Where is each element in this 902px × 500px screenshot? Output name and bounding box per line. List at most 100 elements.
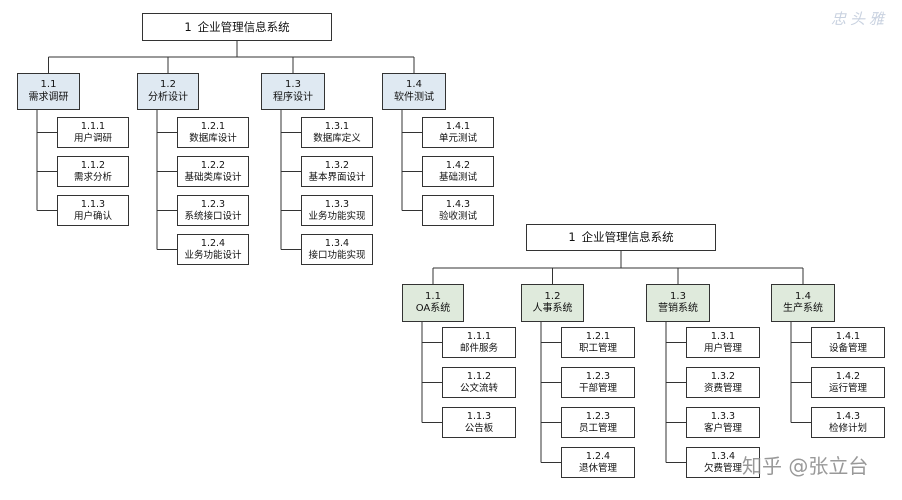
author-signature: 忠头雅 (830, 10, 888, 28)
watermark: 知乎 @张立台 (742, 454, 869, 478)
root-node: 1 企业管理信息系统 (526, 224, 716, 251)
node-label: 设备管理 (828, 342, 867, 354)
node-label: 系统接口设计 (184, 210, 242, 222)
node-label: 退休管理 (578, 462, 617, 474)
node-label: 验收测试 (438, 210, 477, 222)
node-label: 数据库设计 (189, 132, 237, 144)
node-number: 1.1.1 (80, 120, 106, 132)
node-number: 1 (568, 230, 576, 245)
node-number: 1.4.2 (835, 370, 861, 382)
node-number: 1.2.1 (585, 330, 611, 342)
node-label: 基础类库设计 (184, 171, 242, 183)
node-number: 1.1.3 (80, 198, 106, 210)
node-label: 客户管理 (703, 422, 742, 434)
node-label: 软件测试 (394, 91, 434, 103)
node-number: 1.2 (160, 79, 176, 90)
node-number: 1.2 (544, 290, 561, 302)
node-number: 1.4 (406, 79, 422, 90)
node-number: 1.4.2 (445, 159, 471, 171)
node-label: 需求调研 (28, 91, 69, 103)
node-label: 企业管理信息系统 (197, 19, 290, 34)
node-number: 1.2.4 (585, 450, 611, 462)
node-number: 1.2.1 (200, 120, 226, 132)
node-number: 1.3.1 (324, 120, 350, 132)
node-label: 接口功能实现 (308, 249, 366, 261)
node-number: 1.4.3 (445, 198, 471, 210)
node-label: 公告板 (464, 422, 494, 434)
root-node: 1 企业管理信息系统 (142, 13, 332, 41)
node-label: 基础测试 (438, 171, 477, 183)
node-label: 营销系统 (658, 303, 698, 314)
node-number: 1.1.2 (466, 370, 492, 382)
node-number: 1.2.3 (585, 410, 611, 422)
node-number: 1.3 (670, 290, 686, 302)
node-label: 基本界面设计 (308, 171, 366, 183)
node-label: 程序设计 (273, 91, 313, 103)
node-label: 用户管理 (703, 342, 742, 354)
node-number: 1.2.3 (585, 370, 611, 382)
node-label: 单元测试 (438, 132, 477, 144)
node-label: 公文流转 (459, 382, 498, 394)
node-number: 1.4.1 (835, 330, 861, 342)
node-number: 1.2.3 (200, 198, 226, 210)
node-label: 员工管理 (578, 422, 617, 434)
node-number: 1.4.3 (835, 410, 861, 422)
node-number: 1.3.1 (710, 330, 736, 342)
node-label: 人事系统 (532, 303, 573, 314)
node-number: 1.4 (795, 290, 811, 302)
node-number: 1.1.1 (466, 330, 492, 342)
node-number: 1 (184, 19, 192, 34)
node-number: 1.3.2 (324, 159, 350, 171)
node-number: 1.3.3 (710, 410, 736, 422)
node-number: 1.1 (425, 290, 441, 302)
node-label: 生产系统 (783, 303, 823, 314)
node-number: 1.2.4 (200, 237, 226, 249)
node-number: 1.3 (285, 79, 301, 90)
node-number: 1.2.2 (200, 159, 226, 171)
node-label: 干部管理 (578, 382, 617, 394)
node-label: 资费管理 (703, 382, 742, 394)
node-number: 1.1.3 (466, 410, 492, 422)
node-label: 业务功能设计 (184, 249, 242, 261)
node-label: 欠费管理 (703, 462, 742, 474)
node-label: 企业管理信息系统 (581, 230, 674, 245)
node-number: 1.3.2 (710, 370, 736, 382)
node-label: 业务功能实现 (308, 210, 366, 222)
node-number: 1.1 (40, 79, 57, 90)
node-label: 用户确认 (73, 210, 112, 222)
node-label: 职工管理 (578, 342, 617, 354)
